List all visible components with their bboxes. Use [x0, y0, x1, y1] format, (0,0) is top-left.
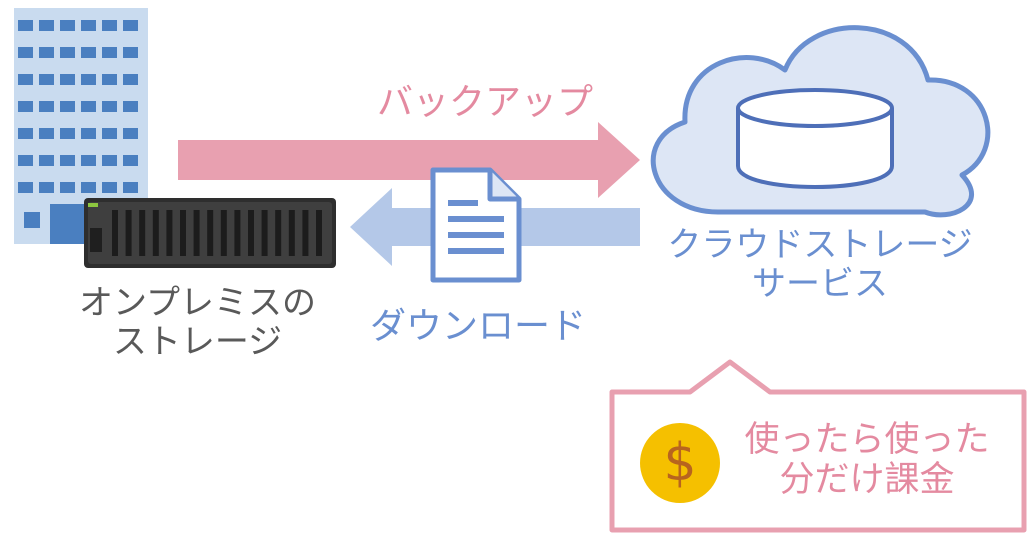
- server-drive-slot: [180, 210, 186, 256]
- onprem-storage-label: オンプレミスの ストレージ: [60, 283, 335, 363]
- building-window: [81, 128, 96, 139]
- building-window: [18, 74, 33, 85]
- building-window: [18, 20, 33, 31]
- cloud-icon: [650, 25, 991, 218]
- server-drive-slot: [316, 210, 322, 256]
- building-window: [123, 155, 138, 166]
- building-window: [60, 101, 75, 112]
- cloud-label-line2: サービス: [752, 264, 888, 305]
- building-window: [18, 47, 33, 58]
- coin-icon: [640, 423, 720, 503]
- building-window: [102, 155, 117, 166]
- building-window: [39, 20, 54, 31]
- storage-server-icon: [84, 198, 336, 268]
- billing-label-line2: 分だけ課金: [779, 460, 955, 501]
- document-icon: [430, 167, 522, 283]
- server-drive-slot: [248, 210, 254, 256]
- billing-label-line1: 使ったら使った: [744, 420, 990, 460]
- database-icon: [736, 88, 894, 189]
- server-drive-slot: [125, 210, 132, 256]
- building-window: [18, 182, 33, 193]
- building-window: [123, 182, 138, 193]
- building-window: [123, 47, 138, 58]
- server-drive-slot: [234, 210, 241, 256]
- server-drive-slot: [302, 210, 309, 256]
- building-window: [39, 128, 54, 139]
- dollar-sign: $: [663, 433, 697, 493]
- building-windows: [18, 20, 138, 193]
- building-window: [60, 155, 75, 166]
- building-window: [39, 101, 54, 112]
- billing-callout-box: [609, 359, 1027, 533]
- building-window: [102, 74, 117, 85]
- building-window: [123, 101, 138, 112]
- onprem-label-line1: オンプレミスの: [79, 283, 316, 323]
- onprem-label-line2: ストレージ: [112, 322, 283, 363]
- building-window: [60, 74, 75, 85]
- building-window: [39, 182, 54, 193]
- building-window: [123, 74, 138, 85]
- building-window: [60, 128, 75, 139]
- server-drive-slot: [152, 210, 159, 256]
- server-drive-slot: [220, 210, 227, 256]
- download-label: ダウンロード: [369, 306, 586, 347]
- building-window: [39, 47, 54, 58]
- building-window: [81, 74, 96, 85]
- building-window: [18, 155, 33, 166]
- server-drive-slot: [139, 210, 146, 256]
- building-window: [123, 20, 138, 31]
- server-drive-slot: [275, 210, 282, 256]
- server-drive-slot: [261, 210, 268, 256]
- building-window: [60, 182, 75, 193]
- cloud-label-line1: クラウドストレージ: [667, 225, 973, 265]
- server-drive-slot: [112, 210, 118, 256]
- building-window: [39, 155, 54, 166]
- backup-label: バックアップ: [376, 82, 593, 123]
- building-window: [18, 128, 33, 139]
- building-window: [102, 182, 117, 193]
- building-window: [39, 74, 54, 85]
- cloud-storage-label: クラウドストレージ サービス: [640, 225, 1000, 305]
- server-drive-slot: [193, 210, 200, 256]
- server-drive-slots: [112, 210, 322, 256]
- server-drive-slot: [207, 210, 214, 256]
- building-window: [60, 20, 75, 31]
- building-window: [102, 20, 117, 31]
- billing-label: 使ったら使った 分だけ課金: [722, 420, 1012, 501]
- building-window: [81, 155, 96, 166]
- building-window: [18, 101, 33, 112]
- building-window: [81, 47, 96, 58]
- server-drive-slot: [288, 210, 295, 256]
- building-window: [102, 47, 117, 58]
- building-window: [81, 182, 96, 193]
- building-window: [60, 47, 75, 58]
- building-icon: [14, 8, 148, 244]
- backup-arrow: [178, 122, 640, 198]
- building-window: [123, 128, 138, 139]
- building-window: [81, 20, 96, 31]
- server-drive-slot: [166, 210, 173, 256]
- building-window: [81, 101, 96, 112]
- building-window: [102, 101, 117, 112]
- building-window: [102, 128, 117, 139]
